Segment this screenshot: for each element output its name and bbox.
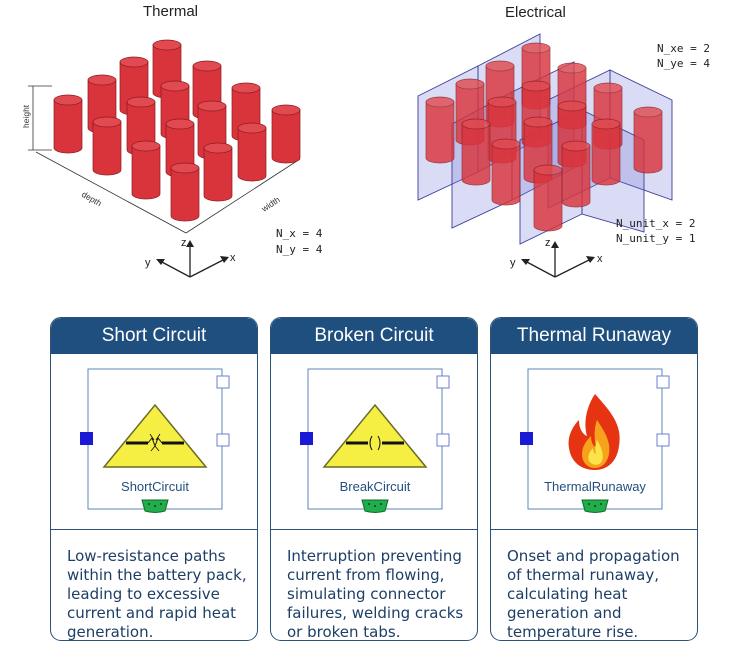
output-port-top-icon[interactable] — [436, 375, 450, 389]
block-label: BreakCircuit — [340, 479, 411, 494]
electrical-nye: N_ye = 4 — [657, 57, 710, 70]
electrical-axis-z: z — [545, 237, 551, 249]
thermal-connector-icon[interactable] — [361, 499, 389, 513]
block-label: ShortCircuit — [121, 479, 189, 494]
electrical-axis-y: y — [510, 257, 516, 269]
thermal-ny: N_y = 4 — [276, 243, 323, 256]
thermal-runaway-block: ThermalRunaway — [491, 354, 697, 530]
warning-triangle-icon — [102, 403, 208, 468]
thermal-nx: N_x = 4 — [276, 227, 323, 240]
cell-cylinder — [53, 94, 83, 154]
depth-label: depth — [80, 189, 104, 208]
output-port-right-icon[interactable] — [656, 433, 670, 447]
electrical-nunity: N_unit_y = 1 — [616, 232, 695, 245]
description-line: Onset and propagation — [507, 547, 680, 565]
description-line: temperature rise. — [507, 623, 639, 641]
thermal-axes — [156, 240, 229, 278]
cell-cylinder — [425, 96, 455, 164]
description-line: current from flowing, — [287, 566, 445, 584]
description-line: Interruption preventing — [287, 547, 462, 565]
cell-cylinder — [561, 140, 591, 208]
description-line: current and rapid heat — [67, 604, 237, 622]
cell-cylinder — [591, 118, 621, 186]
description-line: simulating connector — [287, 585, 446, 603]
cell-cylinder — [92, 116, 122, 176]
output-port-right-icon[interactable] — [436, 433, 450, 447]
description-line: leading to excessive — [67, 585, 220, 603]
break-symbol-icon — [346, 435, 404, 451]
input-port-icon[interactable] — [80, 432, 93, 445]
electrical-axes — [521, 241, 595, 278]
electrical-title: Electrical — [505, 4, 566, 21]
cell-cylinder — [131, 140, 161, 200]
input-port-icon[interactable] — [520, 432, 533, 445]
cell-cylinder — [170, 162, 200, 222]
description-line: generation and — [507, 604, 622, 622]
card-description: Onset and propagation of thermal runaway… — [491, 530, 697, 641]
description-line: failures, welding cracks — [287, 604, 464, 622]
thermal-axis-z: z — [181, 237, 187, 249]
thermal-connector-icon[interactable] — [141, 499, 169, 513]
short-circuit-symbol-icon — [126, 433, 184, 452]
input-port-icon[interactable] — [300, 432, 313, 445]
card-short-circuit: Short Circuit ShortCircuit Low-resistanc… — [50, 317, 258, 641]
cell-cylinder — [533, 164, 563, 232]
description-line: of thermal runaway, — [507, 566, 659, 584]
thermal-dimension-lines — [28, 85, 301, 234]
electrical-nunitx: N_unit_x = 2 — [616, 217, 695, 230]
cell-cylinder — [633, 106, 663, 174]
description-line: within the battery pack, — [67, 566, 247, 584]
description-line: Low-resistance paths — [67, 547, 226, 565]
description-line: generation. — [67, 623, 154, 641]
block-label: ThermalRunaway — [544, 479, 646, 494]
cell-cylinder — [491, 138, 521, 206]
electrical-nxe: N_xe = 2 — [657, 42, 710, 55]
output-port-top-icon[interactable] — [216, 375, 230, 389]
electrical-cell-array — [425, 42, 663, 232]
thermal-axis-y: y — [145, 257, 151, 269]
card-title: Thermal Runaway — [491, 318, 697, 354]
electrical-axis-x: x — [597, 253, 603, 265]
description-line: calculating heat — [507, 585, 628, 603]
width-label: width — [259, 194, 282, 214]
card-title: Broken Circuit — [271, 318, 477, 354]
short-circuit-block: ShortCircuit — [51, 354, 257, 530]
description-line: or broken tabs. — [287, 623, 401, 641]
flame-icon — [568, 394, 620, 470]
output-port-top-icon[interactable] — [656, 375, 670, 389]
cell-cylinder — [461, 118, 491, 186]
battery-pack-diagrams: Thermal Electrical height depth width N_… — [21, 3, 710, 278]
warning-triangle-icon — [322, 403, 428, 468]
thermal-connector-icon[interactable] — [581, 499, 609, 513]
output-port-right-icon[interactable] — [216, 433, 230, 447]
card-description: Interruption preventing current from flo… — [271, 530, 477, 641]
thermal-title: Thermal — [143, 3, 198, 20]
card-thermal-runaway: Thermal Runaway ThermalRunaway Onset and… — [490, 317, 698, 641]
card-broken-circuit: Broken Circuit BreakCircuit Interruption… — [270, 317, 478, 641]
cell-cylinder — [203, 142, 233, 202]
card-title: Short Circuit — [51, 318, 257, 354]
height-label: height — [21, 104, 31, 128]
cell-cylinder — [237, 122, 267, 182]
thermal-axis-x: x — [230, 252, 236, 264]
card-description: Low-resistance paths within the battery … — [51, 530, 257, 641]
thermal-cell-array — [53, 39, 301, 222]
cell-cylinder — [271, 104, 301, 164]
break-circuit-block: BreakCircuit — [271, 354, 477, 530]
